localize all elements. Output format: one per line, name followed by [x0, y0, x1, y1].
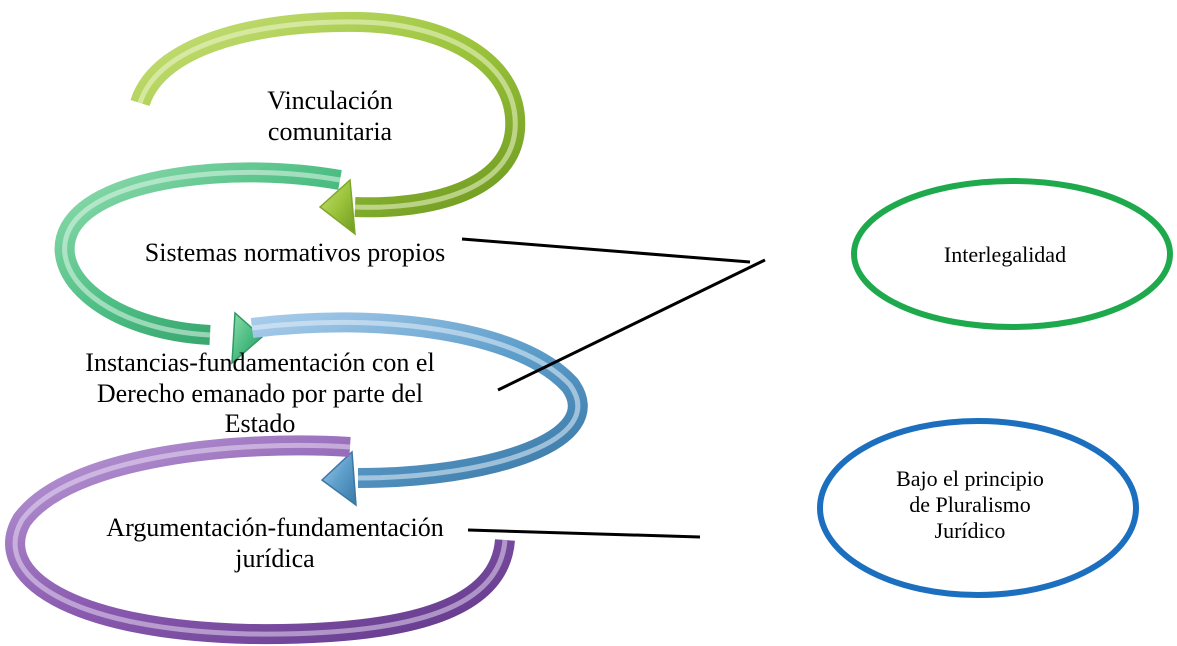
step-label-argumentacion: Argumentación-fundamentación jurídica: [106, 513, 444, 573]
cycle-arrow-3: [250, 312, 588, 507]
step-label-sistemas: Sistemas normativos propios: [144, 238, 446, 267]
oval-label-pluralismo: Bajo el principio de Pluralismo Jurídico: [896, 466, 1044, 543]
cycle-arrow-3-body-highlight: [251, 319, 581, 481]
cycle-arrow-4-body-highlight: [12, 442, 508, 637]
cycle-arrow-4: [5, 435, 515, 645]
cycle-arrow-1-head: [318, 178, 356, 236]
oval-label-interlegalidad: Interlegalidad: [943, 242, 1067, 267]
step-label-instancias: Instancias-fundamentación con el Derecho…: [85, 348, 435, 439]
step-label-vinculacion: Vinculación comunitaria: [267, 86, 393, 146]
oval-pluralismo: [817, 418, 1139, 598]
connector-line-argumentacion: [467, 528, 701, 539]
cycle-arrow-2-body-highlight: [62, 169, 341, 338]
cycle-arrow-2-head: [231, 311, 264, 365]
connector-line-sistemas: [461, 237, 751, 264]
connector-line-instancias: [497, 258, 766, 392]
cycle-arrow-3-head: [320, 450, 357, 507]
cycle-arrow-1: [130, 11, 526, 236]
cycle-arrow-1-body-highlight: [137, 19, 518, 210]
cycle-arrow-2: [54, 162, 342, 365]
oval-interlegalidad: [851, 178, 1173, 330]
